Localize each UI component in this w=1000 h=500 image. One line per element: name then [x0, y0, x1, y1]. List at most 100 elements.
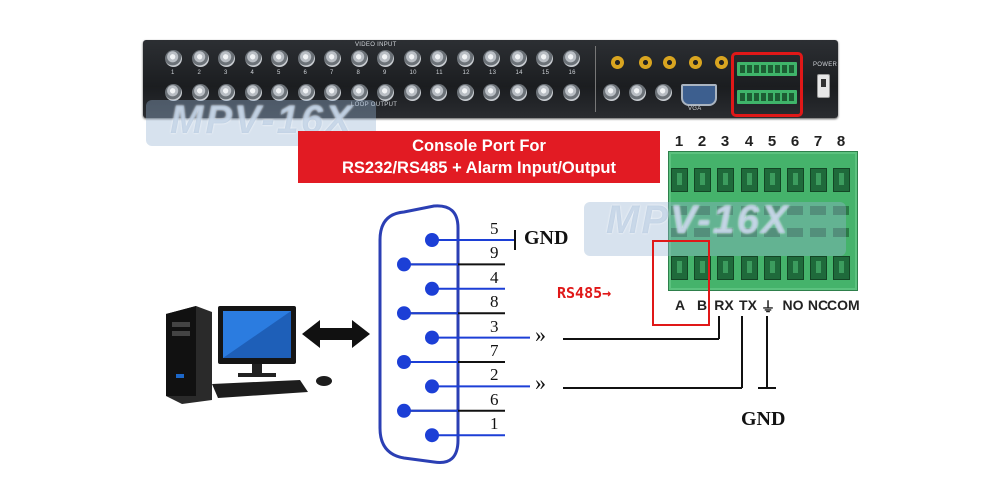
channel-number: 6 [303, 70, 308, 76]
vga-out-bnc [655, 84, 672, 101]
vga-out-bnc [603, 84, 620, 101]
db9-pin-number: 2 [490, 365, 499, 385]
terminal-slot-bottom [741, 256, 758, 280]
terminal-pin-number: 6 [790, 133, 800, 150]
channel-number: 12 [462, 70, 470, 76]
db9-pin-number: 8 [490, 292, 499, 312]
power-switch-icon [817, 74, 830, 98]
terminal-screw [694, 228, 710, 237]
terminal-pin-number: 8 [836, 133, 846, 150]
channel-number: 11 [436, 70, 443, 76]
terminal-slot-top [717, 168, 734, 192]
terminal-screw [787, 206, 803, 215]
terminal-slot-bottom [787, 256, 804, 280]
terminal-pin-number: 2 [697, 133, 707, 150]
terminal-screw [694, 206, 710, 215]
db9-pin-dot [397, 355, 411, 369]
loop-output-bnc [244, 84, 262, 101]
gnd-label-pin5: GND [524, 227, 569, 249]
gnd-label-bottom: GND [741, 408, 786, 430]
panel-divider [595, 46, 596, 112]
terminal-slot-bottom [833, 256, 850, 280]
vga-port-icon [681, 84, 717, 106]
channel-number: 8 [356, 70, 361, 76]
terminal-pin-number: 7 [813, 133, 823, 150]
terminal-screw [833, 228, 849, 237]
db9-pin-lines [397, 233, 530, 443]
double-arrow-icon [302, 320, 370, 348]
terminal-slot-top [764, 168, 781, 192]
rca-jack-icon [611, 56, 624, 69]
terminal-slot-bottom [671, 256, 688, 280]
power-label: POWER [813, 62, 838, 68]
signal-arrow-icon: » [535, 321, 546, 347]
db9-pin-dot [397, 403, 411, 418]
channel-number: 10 [409, 70, 417, 76]
terminal-screw [671, 206, 687, 215]
channel-number: 15 [542, 70, 550, 76]
terminal-screw [717, 228, 733, 237]
db9-pin-number: 5 [490, 219, 499, 238]
video-input-bnc [456, 50, 474, 67]
callout-line2: RS232/RS485 + Alarm Input/Output [342, 159, 616, 177]
video-input-bnc [165, 50, 182, 67]
db9-pin-dot [425, 233, 439, 247]
loop-output-bnc [350, 84, 368, 101]
video-input-bnc [271, 50, 288, 67]
db9-pin-number: 1 [490, 414, 499, 434]
loop-output-bnc [377, 84, 394, 101]
terminal-slot-bottom [764, 256, 781, 280]
terminal-screw [810, 228, 826, 237]
loop-output-bnc [509, 84, 527, 101]
db9-pin-number: 6 [490, 389, 499, 409]
db9-pin-dot [425, 428, 439, 443]
terminal-slot-top [833, 168, 850, 192]
loop-output-bnc [430, 84, 447, 101]
video-input-bnc [350, 50, 368, 67]
terminal-pin-label: B [696, 297, 708, 313]
channel-number: 9 [383, 70, 387, 76]
terminal-slot-top [694, 168, 711, 192]
mini-terminal-bottom [737, 90, 797, 104]
terminal-slot-top [787, 168, 804, 192]
db9-pin-dot [397, 257, 411, 272]
signal-arrow-icon: » [535, 370, 546, 396]
terminal-screw [833, 206, 849, 215]
vga-out-bnc [629, 84, 646, 101]
video-input-bnc [536, 50, 553, 67]
terminal-screw [810, 206, 826, 215]
terminal-pin-label: RX [714, 297, 734, 313]
channel-number: 5 [277, 70, 281, 76]
watermark-band [584, 202, 846, 256]
loop-output-bnc [324, 84, 341, 101]
terminal-screw [741, 228, 757, 237]
terminal-pin-label: TX [739, 297, 757, 313]
loop-output-bnc [562, 84, 580, 101]
mouse-icon [316, 376, 332, 386]
video-input-bnc [218, 50, 235, 67]
loop-output-label: LOOP OUTPUT [351, 102, 398, 108]
channel-number: 3 [224, 70, 228, 76]
terminal-pin-number: 5 [767, 133, 777, 150]
video-input-bnc [430, 50, 447, 67]
terminal-screw [764, 206, 780, 215]
video-input-bnc [483, 50, 500, 67]
terminal-slot-bottom [810, 256, 827, 280]
video-input-bnc [297, 50, 315, 67]
loop-output-bnc [456, 84, 474, 101]
loop-output-bnc [483, 84, 500, 101]
terminal-pin-number: 3 [720, 133, 730, 150]
terminal-pin-label: NC [807, 297, 829, 313]
mini-terminal-top [737, 62, 797, 76]
video-input-bnc [562, 50, 580, 67]
terminal-pin-number: 1 [674, 133, 684, 150]
terminal-screw [741, 206, 757, 215]
rca-jack-icon [715, 56, 728, 69]
channel-number: 14 [515, 70, 523, 76]
video-input-bnc [324, 50, 341, 67]
console-port-callout: Console Port For RS232/RS485 + Alarm Inp… [298, 131, 660, 183]
keyboard-icon [212, 380, 308, 398]
terminal-slot-bottom [717, 256, 734, 280]
db9-pin-number: 4 [490, 267, 499, 287]
